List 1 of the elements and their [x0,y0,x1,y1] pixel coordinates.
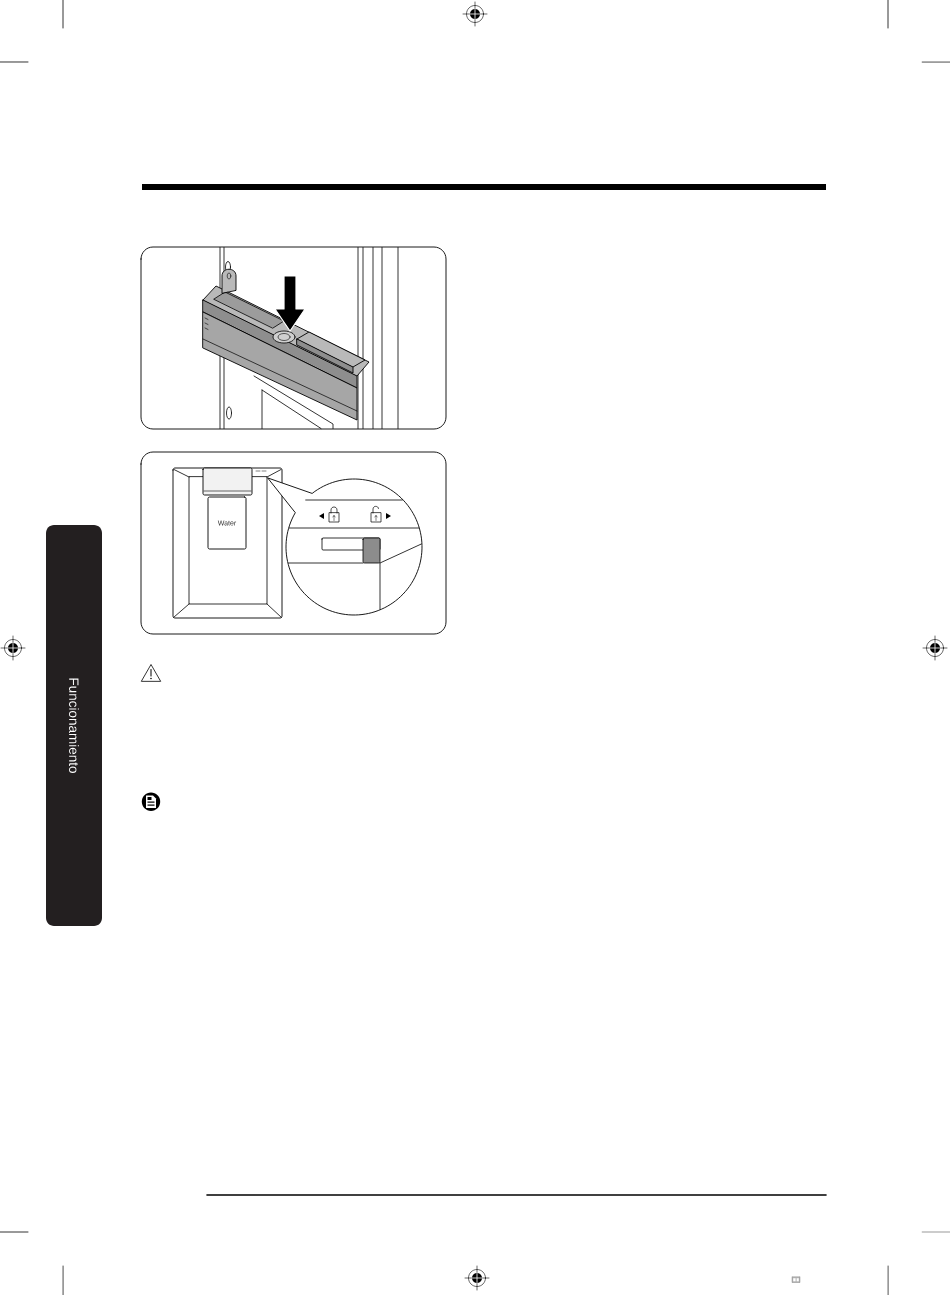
section-tab: Funcionamiento [46,525,102,926]
